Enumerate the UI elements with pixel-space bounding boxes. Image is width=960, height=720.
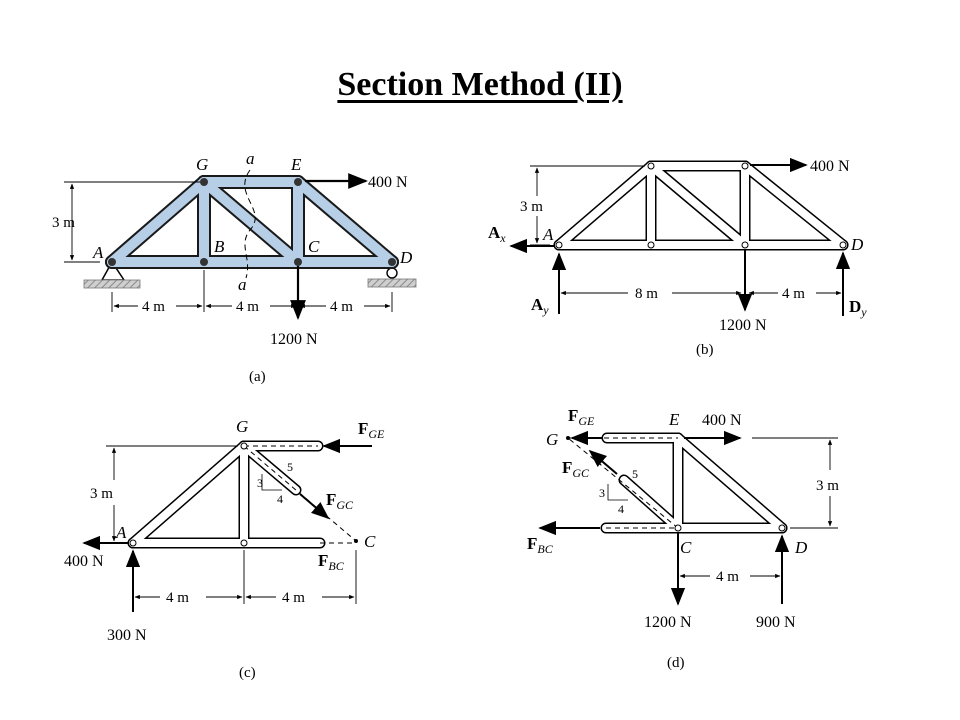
slide-title: Section Method (II) bbox=[337, 66, 623, 103]
slope-run-d: 4 bbox=[618, 502, 624, 516]
slope-rise-c: 3 bbox=[257, 476, 263, 490]
load-vertical-label-d: 1200 N bbox=[644, 614, 692, 631]
span-label-d: 4 m bbox=[716, 569, 739, 585]
force-gc-arrow-d bbox=[588, 449, 618, 475]
force-ge-label-c: FGE bbox=[358, 419, 385, 441]
node-label-d: D bbox=[399, 248, 413, 267]
load-horizontal-label-d: 400 N bbox=[702, 412, 742, 429]
caption-c: (c) bbox=[239, 665, 256, 681]
node-label-g: G bbox=[196, 155, 208, 174]
load-left-label-c: 400 N bbox=[64, 553, 104, 570]
section-line-aa bbox=[244, 169, 256, 279]
span-label-b-right: 4 m bbox=[782, 286, 805, 302]
truss-members-d bbox=[600, 432, 788, 534]
joints-a bbox=[108, 178, 396, 266]
force-bc-label-d: FBC bbox=[527, 534, 554, 556]
force-gc-label-d: FGC bbox=[562, 458, 590, 480]
force-gc-label-c: FGC bbox=[326, 490, 354, 512]
slope-hyp-d: 5 bbox=[632, 467, 638, 481]
span-dimension-a bbox=[111, 270, 393, 312]
height-dimension-c bbox=[106, 445, 238, 542]
node-label-a: A bbox=[92, 243, 104, 262]
load-vertical-label-b: 1200 N bbox=[719, 317, 767, 334]
dashed-extensions-c bbox=[243, 445, 357, 544]
panel-d: G E C D FGE FGC 3 4 5 FBC 400 N 1200 N 9… bbox=[527, 406, 839, 671]
joints-d bbox=[674, 524, 786, 532]
node-label-c: C bbox=[308, 237, 320, 256]
force-gc-arrow-c bbox=[299, 493, 330, 520]
slope-rise-d: 3 bbox=[599, 486, 605, 500]
node-label-d-b: D bbox=[850, 235, 864, 254]
node-label-e: E bbox=[290, 155, 302, 174]
force-ge-label-d: FGE bbox=[568, 406, 595, 428]
truss-members-b bbox=[553, 160, 849, 251]
span-label-2: 4 m bbox=[236, 299, 259, 315]
slope-triangle-c bbox=[261, 474, 282, 491]
reaction-dy-label: Dy bbox=[849, 297, 867, 319]
reaction-label-c: 300 N bbox=[107, 627, 147, 644]
node-label-a-c: A bbox=[115, 523, 127, 542]
load-vertical-label: 1200 N bbox=[270, 331, 318, 348]
span-label-c-2: 4 m bbox=[282, 590, 305, 606]
node-label-c-c: C bbox=[364, 532, 376, 551]
span-dimension-c bbox=[134, 550, 357, 604]
force-bc-label-c: FBC bbox=[318, 551, 345, 573]
section-label-bottom: a bbox=[238, 275, 247, 294]
joints-c bbox=[129, 442, 248, 547]
height-dimension-b bbox=[530, 165, 645, 246]
reaction-label-d: 900 N bbox=[756, 614, 796, 631]
span-label-3: 4 m bbox=[330, 299, 353, 315]
load-horizontal-label: 400 N bbox=[368, 174, 408, 191]
load-horizontal-label-b: 400 N bbox=[810, 158, 850, 175]
span-label-1: 4 m bbox=[142, 299, 165, 315]
node-label-g-d: G bbox=[546, 430, 558, 449]
point-c bbox=[354, 539, 358, 543]
height-label-d: 3 m bbox=[816, 478, 839, 494]
height-label-c: 3 m bbox=[90, 486, 113, 502]
section-label-top: a bbox=[246, 149, 255, 168]
caption-d: (d) bbox=[667, 655, 685, 671]
joints-b bbox=[555, 162, 847, 249]
node-label-b: B bbox=[214, 237, 225, 256]
height-dimension-a bbox=[64, 181, 200, 263]
slope-hyp-c: 5 bbox=[287, 460, 293, 474]
reaction-ax-label: Ax bbox=[488, 223, 506, 245]
slope-run-c: 4 bbox=[277, 492, 283, 506]
span-label-b-left: 8 m bbox=[635, 286, 658, 302]
panel-a: a a G E A B C D 400 N 1200 N 3 m bbox=[52, 149, 417, 385]
node-label-d-d: D bbox=[794, 538, 808, 557]
roller-support-d bbox=[367, 267, 417, 288]
node-label-c-d: C bbox=[680, 538, 692, 557]
truss-members-a bbox=[105, 175, 399, 269]
caption-b: (b) bbox=[696, 342, 714, 358]
caption-a: (a) bbox=[249, 369, 266, 385]
span-label-c-1: 4 m bbox=[166, 590, 189, 606]
reaction-ay-label: Ay bbox=[531, 295, 549, 317]
node-label-e-d: E bbox=[668, 410, 680, 429]
panel-c: G A C FGE FGC 3 4 5 FBC 400 N 300 N 3 m bbox=[64, 417, 385, 681]
point-g-d bbox=[566, 436, 570, 440]
pin-support-a bbox=[83, 260, 141, 289]
panel-b: A D 400 N 1200 N Ax Ay Dy 3 m 8 m 4 m ( bbox=[488, 157, 867, 358]
height-dimension-d bbox=[752, 437, 838, 529]
height-label-b: 3 m bbox=[520, 199, 543, 215]
slope-triangle-d bbox=[607, 484, 628, 501]
node-label-a-b: A bbox=[542, 225, 554, 244]
height-label-a: 3 m bbox=[52, 215, 75, 231]
node-label-g-c: G bbox=[236, 417, 248, 436]
